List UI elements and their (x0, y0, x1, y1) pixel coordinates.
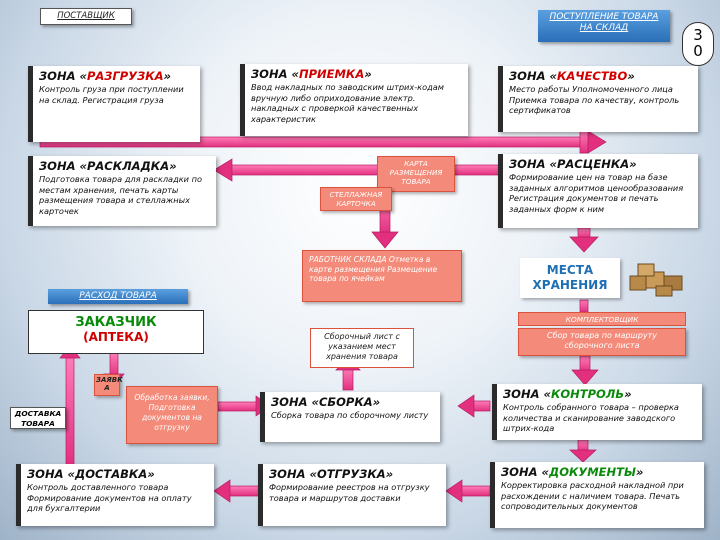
picker-to-control-arrow (571, 355, 599, 386)
shipment-to-delivery-arrow (213, 479, 261, 503)
documents-to-shipment-arrow (445, 479, 491, 503)
zone-documents-desc: Корректировка расходной накладной при ра… (501, 480, 684, 511)
zone-layout-desc: Подготовка товара для раскладки по места… (39, 174, 202, 216)
zone-delivery: ЗОНА «ДОСТАВКА» Контроль доставленного т… (16, 464, 214, 526)
zone-control-desc: Контроль собранного товара – проверка ко… (503, 402, 679, 433)
quality-to-pricing-arrow (579, 130, 589, 154)
zone-unloading: ЗОНА «РАЗГРУЗКА» Контроль груза при пост… (28, 66, 200, 142)
zone-control: ЗОНА «КОНТРОЛЬ» Контроль собранного това… (492, 384, 702, 440)
assembly-sheet-note: Сборочный лист с указанием мест хранения… (310, 328, 414, 368)
placement-card-note: КАРТА РАЗМЕЩЕНИЯ ТОВАРА (377, 156, 455, 192)
supplier-label: ПОСТАВЩИК (40, 8, 132, 25)
customer-box: ЗАКАЗЧИК (АПТЕКА) (28, 310, 204, 354)
outflow-label: РАСХОД ТОВАРА (48, 289, 188, 304)
control-to-assembly-arrow (457, 394, 491, 418)
zone-unloading-desc: Контроль груза при поступлении на склад.… (39, 84, 184, 105)
zone-documents: ЗОНА «ДОКУМЕНТЫ» Корректировка расходной… (490, 462, 704, 528)
request-processing-note: Обработка заявки, Подготовка документов … (126, 386, 218, 444)
storage-to-picker-arrow (579, 299, 589, 313)
pricing-to-layout-arrow (213, 158, 501, 182)
picker-note: Сбор товара по маршруту сборочного листа (518, 328, 686, 356)
number-badge: 3 0 (682, 22, 714, 66)
zone-shipment-desc: Формирование реестров на отгрузку товара… (269, 482, 430, 503)
picker-label: КОМПЛЕКТОВЩИК (518, 312, 686, 326)
receipt-label: ПОСТУПЛЕНИЕ ТОВАРА НА СКЛАД (538, 10, 670, 42)
zone-pricing: ЗОНА «РАСЦЕНКА» Формирование цен на това… (498, 154, 698, 228)
zone-shipment: ЗОНА «ОТГРУЗКА» Формирование реестров на… (258, 464, 446, 526)
storage-places: МЕСТА ХРАНЕНИЯ (520, 258, 620, 298)
delivery-to-customer-arrow (59, 345, 81, 466)
zone-delivery-desc: Контроль доставленного товара Формирован… (27, 482, 192, 513)
control-to-documents-arrow (569, 439, 597, 463)
request-note: ЗАЯВК А (94, 374, 123, 396)
zone-layout: ЗОНА «РАСКЛАДКА» Подготовка товара для р… (28, 156, 216, 226)
rack-card-note: СТЕЛЛАЖНАЯ КАРТОЧКА (320, 187, 392, 211)
warehouse-worker-note: РАБОТНИК СКЛАДА Отметка в карте размещен… (302, 250, 462, 302)
zone-assembly: ЗОНА «СБОРКА» Сборка товара по сборочном… (260, 392, 440, 442)
zone-acceptance: ЗОНА «ПРИЕМКА» Ввод накладных по заводск… (240, 64, 468, 136)
top-horizontal-arrow (39, 130, 607, 154)
zone-pricing-desc: Формирование цен на товар на базе заданн… (509, 172, 684, 214)
zone-assembly-desc: Сборка товара по сборочному листу (271, 410, 429, 420)
zone-quality-desc: Место работы Уполномоченного лица Приемк… (509, 84, 680, 115)
zone-quality: ЗОНА «КАЧЕСТВО» Место работы Уполномочен… (498, 66, 698, 132)
delivery-label: ДОСТАВКА ТОВАРА (10, 407, 66, 429)
zone-acceptance-desc: Ввод накладных по заводским штрих-кодам … (251, 82, 444, 124)
boxes-icon (628, 262, 686, 298)
pricing-down-arrow (569, 227, 599, 253)
